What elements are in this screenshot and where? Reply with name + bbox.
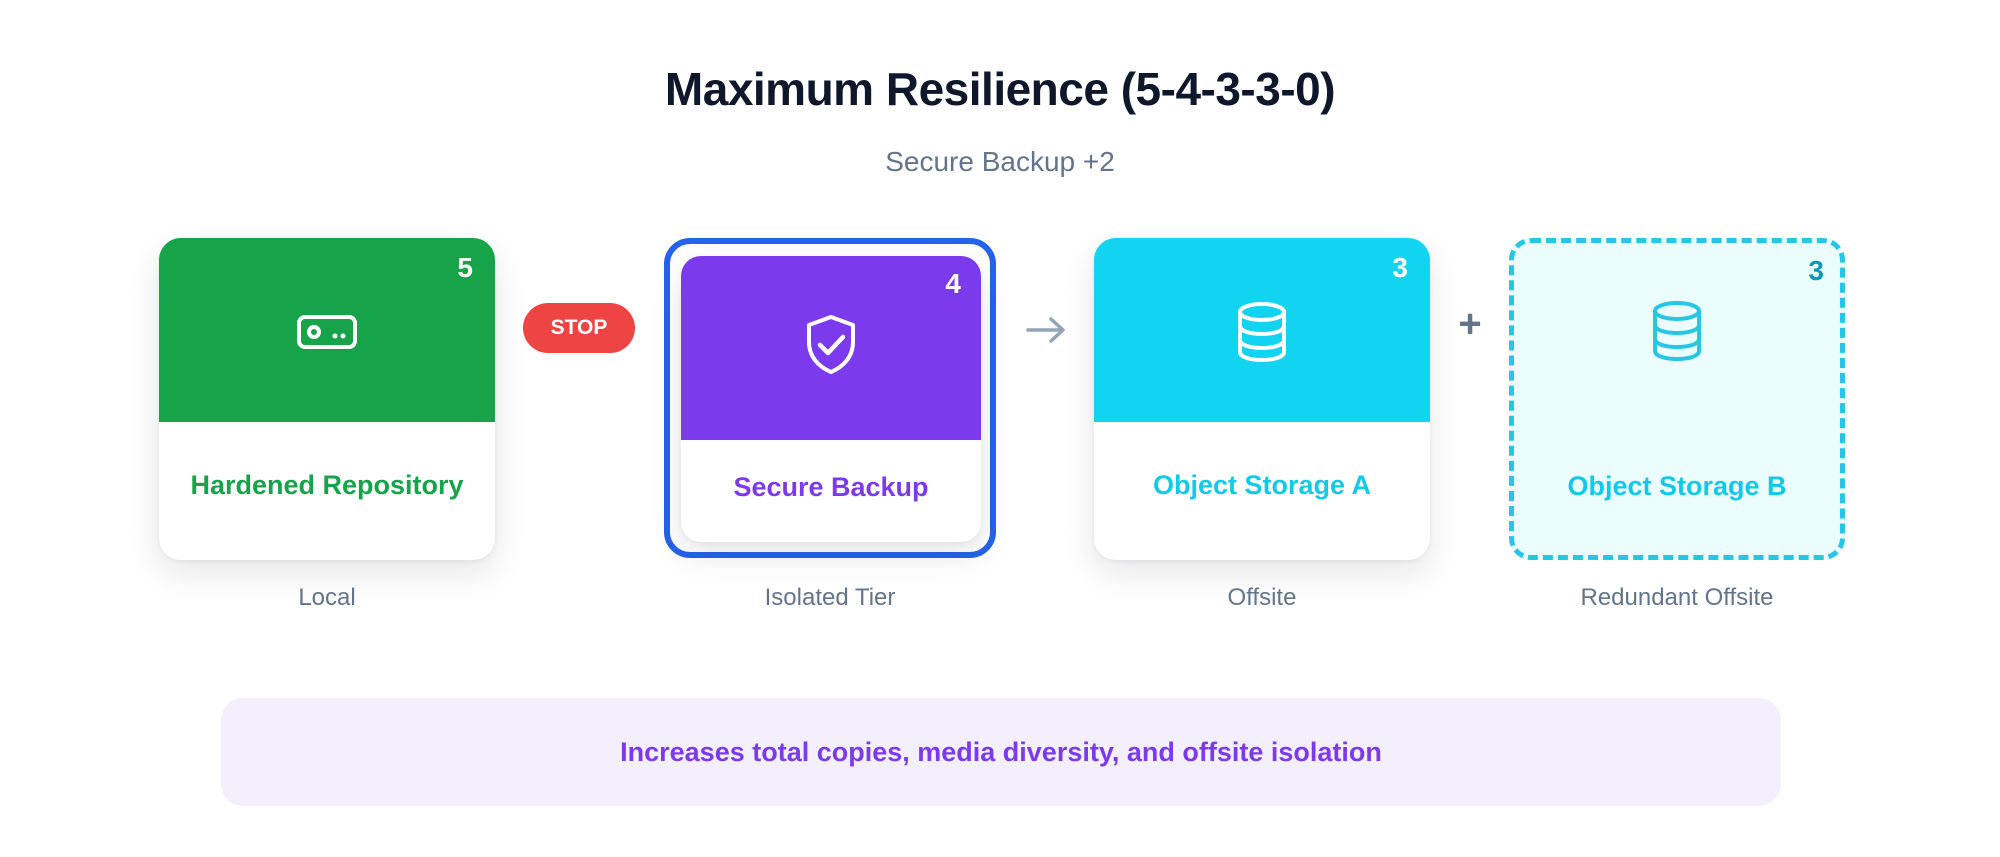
tier-label-isolated: Isolated Tier [764, 584, 896, 611]
card-header: 5 [159, 238, 495, 422]
card-title: Object Storage A [1152, 470, 1372, 500]
copy-count-badge: 4 [945, 268, 961, 299]
tier-label-offsite: Offsite [1227, 584, 1297, 611]
shield-check-icon [807, 315, 855, 374]
selection-outline [664, 238, 996, 558]
diagram-subtitle: Secure Backup +2 [885, 146, 1115, 177]
plus-connector: + [1458, 302, 1482, 346]
card-header: 3 [1094, 238, 1430, 422]
arrow-right-icon [1026, 317, 1065, 343]
database-icon [1653, 301, 1701, 362]
card-header: 4 [681, 256, 981, 440]
card-hardened-repository[interactable]: 5 Hardened Repository [159, 238, 495, 560]
copy-count-badge: 3 [1808, 255, 1824, 286]
card-title: Hardened Repository [190, 470, 464, 500]
tier-label-redundant-offsite: Redundant Offsite [1580, 584, 1774, 611]
card-object-storage-a[interactable]: 3 Object Storage A [1094, 238, 1430, 560]
hard-drive-icon [297, 315, 357, 349]
benefit-note: Increases total copies, media diversity,… [221, 698, 1781, 806]
copy-count-badge: 5 [457, 252, 473, 283]
card-title: Secure Backup [733, 472, 929, 502]
card-title: Object Storage B [1567, 471, 1787, 501]
stop-badge: STOP [523, 303, 635, 353]
card-object-storage-b[interactable]: 3 Object Storage B [1509, 238, 1845, 560]
database-icon [1238, 302, 1286, 363]
diagram-title: Maximum Resilience (5-4-3-3-0) [664, 63, 1336, 115]
copy-count-badge: 3 [1392, 252, 1408, 283]
tier-label-local: Local [298, 584, 356, 611]
card-secure-backup[interactable]: 4 Secure Backup [681, 256, 981, 542]
